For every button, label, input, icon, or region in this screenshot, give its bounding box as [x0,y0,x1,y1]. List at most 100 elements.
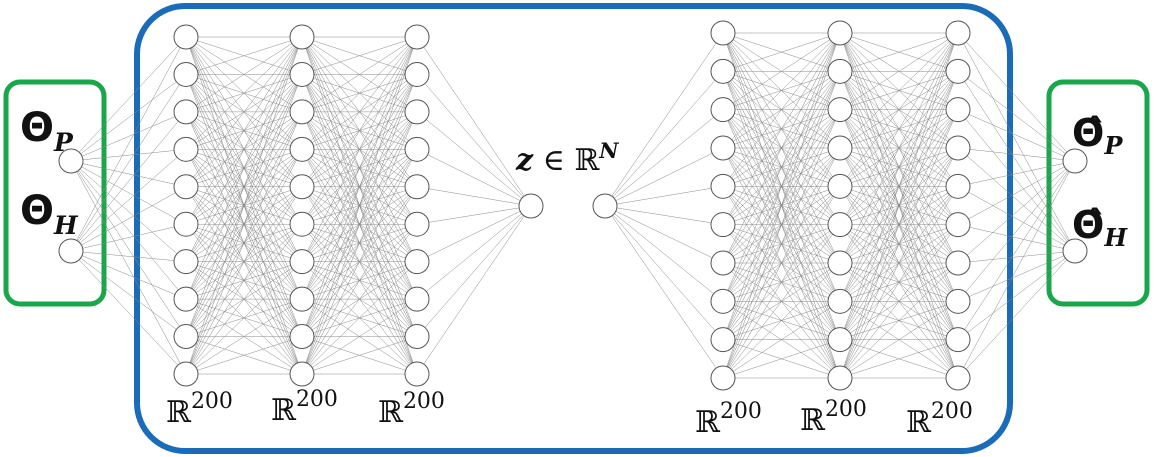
node-encoder-1-10 [173,361,199,387]
node-decoder-1-6 [710,212,736,238]
edge-encoder-1-to-encoder-2 [185,36,303,225]
edge-input-to-encoder-1 [70,74,187,252]
edge-decoder-3-to-output [957,160,1076,225]
edge-encoder-2-to-encoder-3 [301,36,418,375]
node-encoder-2-6 [289,211,315,237]
edge-decoder-1-to-decoder-2 [722,32,841,302]
edge-decoder-3-to-output [957,250,1076,340]
edge-input-to-encoder-1 [70,149,187,252]
node-decoder-1-5 [710,173,736,199]
edge-decoder-2-to-decoder-3 [839,147,959,379]
edge-decoder-1-to-decoder-2 [722,339,841,379]
edge-decoder-2-to-decoder-3 [839,186,959,379]
node-input-1 [58,148,84,174]
edge-decoder-2-to-decoder-3 [839,71,959,379]
edge-encoder-2-to-encoder-3 [301,36,418,300]
edge-input-to-encoder-1 [70,111,187,162]
edge-input-to-encoder-1 [70,160,187,225]
edge-decoder-2-to-decoder-3 [839,301,959,379]
edge-decoder-1-to-decoder-2 [722,32,841,110]
node-decoder-2-8 [827,288,853,314]
edge-encoder-1-to-encoder-2 [185,36,303,375]
edge-encoder-1-to-encoder-2 [185,36,303,113]
node-decoder-3-9 [945,327,971,353]
output-label-theta-p-hat: Θ̂P [1072,111,1123,160]
output-label-theta-h-hat: Θ̂H [1072,203,1128,252]
edge-decoder-2-to-decoder-3 [839,32,959,225]
edge-input-to-encoder-1 [70,36,187,252]
edge-decoder-3-to-output [957,160,1076,340]
encoder-dim-2-sup: 200 [296,387,338,412]
node-decoder-1-4 [710,135,736,161]
edge-decoder-2-to-decoder-3 [839,224,959,379]
edge-input-to-encoder-1 [70,160,187,337]
edge-decoder-1-to-decoder-2 [722,32,841,379]
decoder-dim-3-sup: 200 [931,399,973,424]
node-encoder-1-4 [173,136,199,162]
edge-input-to-encoder-1 [70,250,187,262]
theta-p-symbol: Θ [20,105,54,151]
node-output-1 [1062,148,1088,174]
latent-space-label: z ∈ ℝN [515,138,619,178]
edge-encoder-1-to-encoder-2 [185,186,303,375]
edge-latent-out-to-decoder-1 [604,205,724,225]
node-encoder-2-8 [289,286,315,312]
node-decoder-3-6 [945,212,971,238]
node-decoder-2-7 [827,250,853,276]
edge-latent-out-to-decoder-1 [604,205,724,264]
edge-encoder-1-to-encoder-2 [185,224,303,375]
edge-decoder-3-to-output [957,109,1076,252]
node-decoder-1-8 [710,288,736,314]
edge-decoder-1-to-decoder-2 [722,32,841,187]
edge-encoder-1-to-encoder-2 [185,261,303,375]
edge-input-to-encoder-1 [70,160,187,375]
node-input-2 [58,238,84,264]
edge-latent-out-to-decoder-1 [604,147,724,207]
edge-decoder-2-to-decoder-3 [839,32,959,72]
edge-decoder-3-to-output [957,160,1076,187]
encoder-dim-1-sup: 200 [191,389,233,414]
edge-decoder-3-to-output [957,32,1076,252]
theta-h-subscript: H [53,211,79,240]
node-encoder-3-9 [404,324,430,350]
edge-input-to-encoder-1 [70,223,187,252]
edge-encoder-2-to-encoder-3 [301,111,418,375]
edge-decoder-2-to-decoder-3 [839,32,959,187]
node-latent-in-1 [518,193,544,219]
edge-encoder-2-to-encoder-3 [301,36,418,262]
edge-encoder-3-to-latent-in [416,149,532,207]
node-encoder-2-4 [289,136,315,162]
node-decoder-2-9 [827,327,853,353]
edge-decoder-2-to-decoder-3 [839,109,959,379]
edge-latent-out-to-decoder-1 [604,71,724,207]
edge-input-to-encoder-1 [70,186,187,252]
node-encoder-2-7 [289,249,315,275]
node-decoder-3-2 [945,58,971,84]
decoder-dim-2-sup: 200 [825,397,867,422]
node-encoder-1-5 [173,174,199,200]
edge-input-to-encoder-1 [70,160,187,300]
output-parameters-box [1046,79,1150,307]
edge-encoder-1-to-encoder-2 [185,36,303,300]
node-decoder-2-3 [827,97,853,123]
edge-decoder-1-to-decoder-2 [722,147,841,379]
node-decoder-2-5 [827,173,853,199]
decoder-dim-label-1: ℝ200 [695,399,762,440]
edge-decoder-1-to-decoder-2 [722,32,841,72]
edge-latent-out-to-decoder-1 [604,32,724,207]
network-edges [70,32,1076,379]
edge-latent-out-to-decoder-1 [604,205,724,379]
input-label-theta-h: ΘH [20,188,79,240]
theta-h-symbol: Θ [20,188,54,234]
node-encoder-2-5 [289,174,315,200]
node-encoder-2-3 [289,99,315,125]
encoder-dim-3-sup: 200 [403,389,445,414]
node-encoder-1-9 [173,324,199,350]
latent-element-of: ∈ [533,143,574,178]
edge-encoder-3-to-latent-in [416,205,532,300]
edge-decoder-1-to-decoder-2 [722,301,841,379]
svg-text:z ∈ ℝN: z ∈ ℝN [515,138,619,178]
edge-decoder-1-to-decoder-2 [722,32,841,340]
node-decoder-2-4 [827,135,853,161]
